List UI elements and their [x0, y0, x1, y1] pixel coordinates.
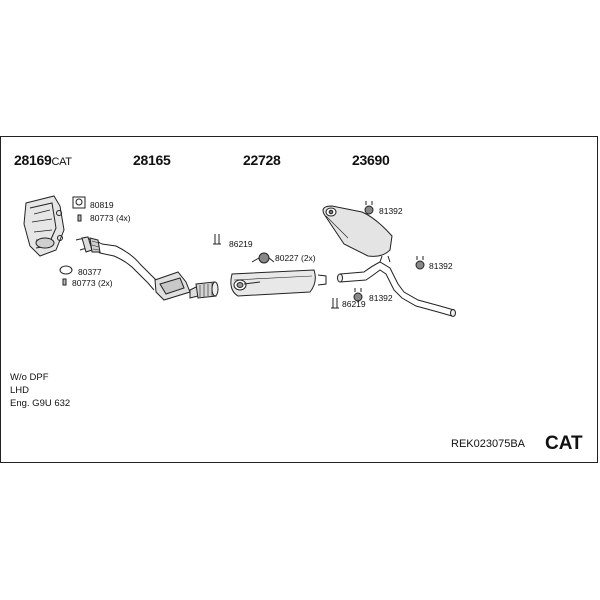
part-number-28169: 28169CAT: [14, 152, 72, 168]
clamp-86219-a: [214, 234, 220, 244]
hanger-81392-a: [364, 201, 374, 215]
label-80227: 80227 (2x): [275, 253, 316, 263]
cat-label: CAT: [545, 433, 583, 454]
gasket-80819: [72, 196, 86, 209]
middle-silencer: [230, 269, 327, 297]
label-80773-2x: 80773 (2x): [72, 278, 113, 288]
label-80819: 80819: [90, 200, 114, 210]
kit-code: REK023075BA: [451, 438, 525, 450]
bolt-80773: [77, 214, 82, 222]
label-86219-a: 86219: [229, 239, 253, 249]
label-81392-a: 81392: [379, 206, 403, 216]
part-number-22728: 22728: [243, 152, 281, 168]
bolt-80773-b: [62, 278, 67, 286]
diagram-frame: [0, 136, 598, 463]
note-dpf: W/o DPF: [10, 372, 49, 383]
hanger-81392-b: [415, 256, 425, 270]
gasket-80377: [59, 265, 73, 275]
front-pipe-with-cat: [75, 236, 219, 301]
clamp-86219-b: [332, 298, 338, 308]
note-engine: Eng. G9U 632: [10, 398, 71, 409]
label-86219-b: 86219: [342, 299, 366, 309]
label-81392-b: 81392: [429, 261, 453, 271]
hanger-81392-c: [353, 288, 363, 302]
rear-silencer: [322, 205, 456, 317]
label-81392-c: 81392: [369, 293, 393, 303]
part-number-23690: 23690: [352, 152, 390, 168]
hanger-80227: [251, 252, 275, 264]
label-80773-4x: 80773 (4x): [90, 213, 131, 223]
manifold-catalytic-converter: [23, 195, 65, 257]
part-number-28165: 28165: [133, 152, 171, 168]
label-80377: 80377: [78, 267, 102, 277]
note-lhd: LHD: [10, 385, 30, 396]
